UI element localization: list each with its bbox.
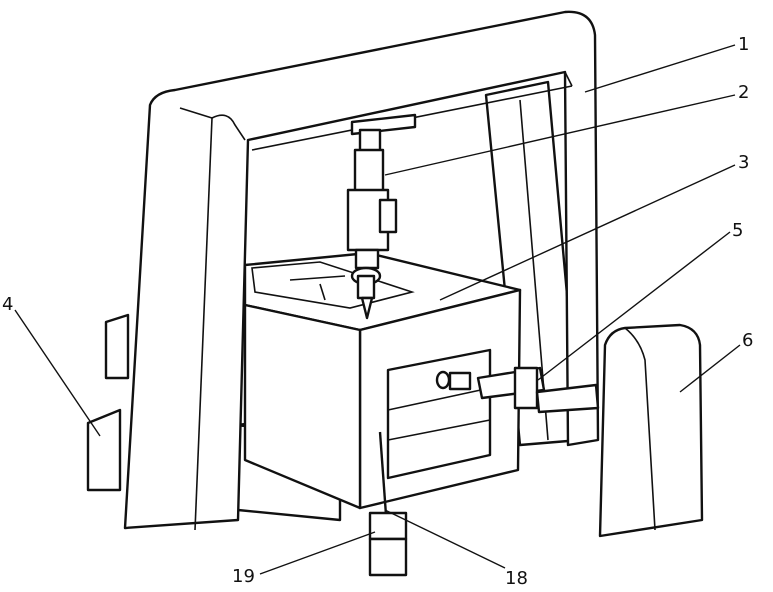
table-drawer xyxy=(388,350,490,478)
label-18: 18 xyxy=(505,568,528,589)
control-cabinet xyxy=(600,325,702,536)
label-5: 5 xyxy=(732,220,743,241)
base-block-left xyxy=(88,315,128,490)
label-4: 4 xyxy=(2,294,13,315)
bottom-box xyxy=(370,513,406,575)
label-2: 2 xyxy=(738,82,749,103)
label-19: 19 xyxy=(232,566,255,587)
label-1: 1 xyxy=(738,34,749,55)
label-3: 3 xyxy=(738,152,749,173)
label-6: 6 xyxy=(742,330,753,351)
